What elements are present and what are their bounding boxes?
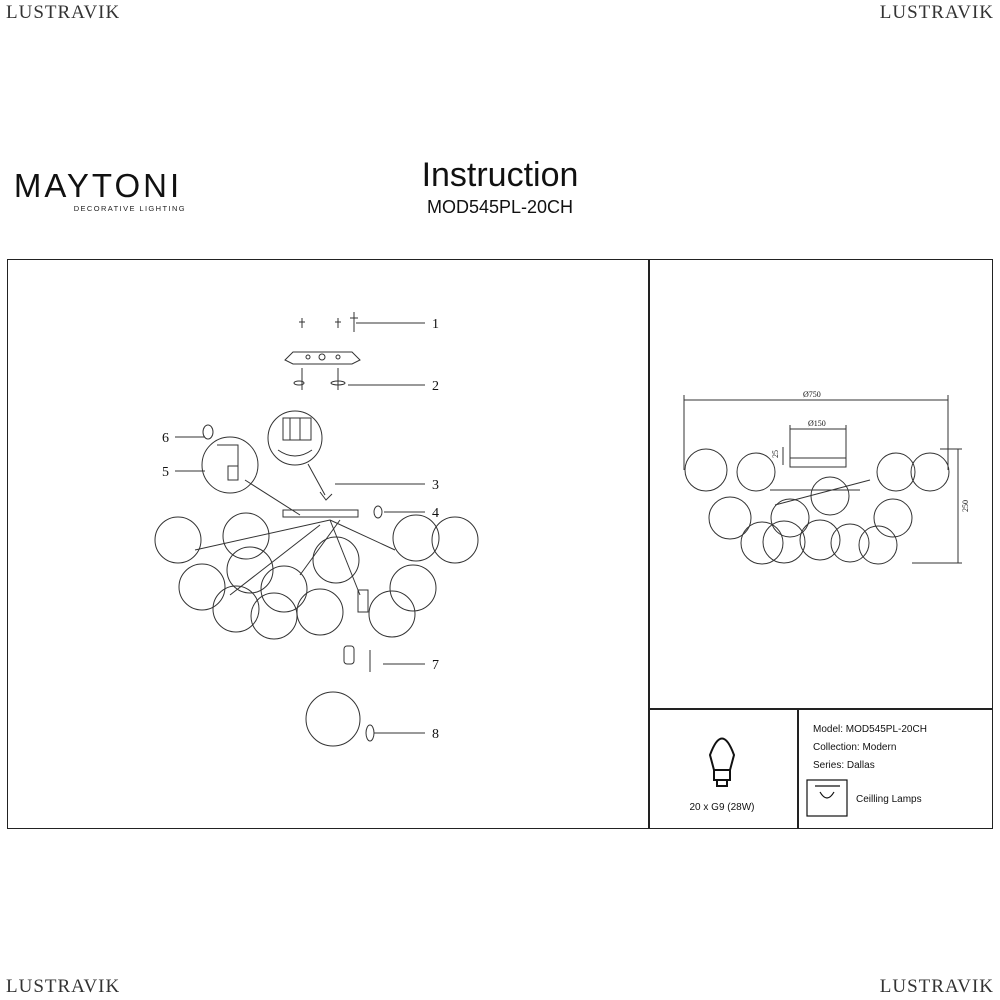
watermark-bottom-right: LUSTRAVIK (879, 976, 994, 997)
brand-name: MAYTONI (13, 167, 183, 204)
spec-series: Series: Dallas (813, 760, 875, 771)
ceiling-lamp-icon (806, 779, 848, 817)
page-model: MOD545PL-20CH (426, 197, 574, 217)
callout-7: 7 (432, 658, 439, 673)
drawing-frame (7, 259, 993, 829)
brand-tagline: DECORATIVE LIGHTING (73, 204, 186, 213)
page-title: Instruction (421, 156, 579, 194)
watermark-bottom-left: LUSTRAVIK (6, 976, 121, 997)
brand-logo: MAYTONI DECORATIVE LIGHTING (8, 167, 188, 214)
frame-divider-vertical (648, 259, 650, 829)
callout-6: 6 (162, 431, 169, 446)
bulb-icon (708, 737, 736, 787)
callout-2: 2 (432, 379, 439, 394)
lamp-spec: 20 x G9 (28W) (689, 802, 755, 813)
dim-canopy: Ø150 (808, 419, 826, 428)
dim-height: 250 (961, 500, 970, 512)
callout-1: 1 (432, 317, 439, 332)
spec-type: Ceilling Lamps (856, 794, 922, 805)
dim-canopy-height: 25 (771, 450, 780, 458)
frame-divider-info (797, 708, 799, 829)
callout-8: 8 (432, 727, 439, 742)
dim-diameter: Ø750 (803, 390, 821, 399)
frame-divider-horizontal (648, 708, 993, 710)
watermark-top-left: LUSTRAVIK (6, 2, 121, 23)
spec-model: Model: MOD545PL-20CH (813, 724, 927, 735)
callout-4: 4 (432, 506, 439, 521)
spec-collection: Collection: Modern (813, 742, 897, 753)
callout-5: 5 (162, 465, 169, 480)
watermark-top-right: LUSTRAVIK (879, 2, 994, 23)
callout-3: 3 (432, 478, 439, 493)
